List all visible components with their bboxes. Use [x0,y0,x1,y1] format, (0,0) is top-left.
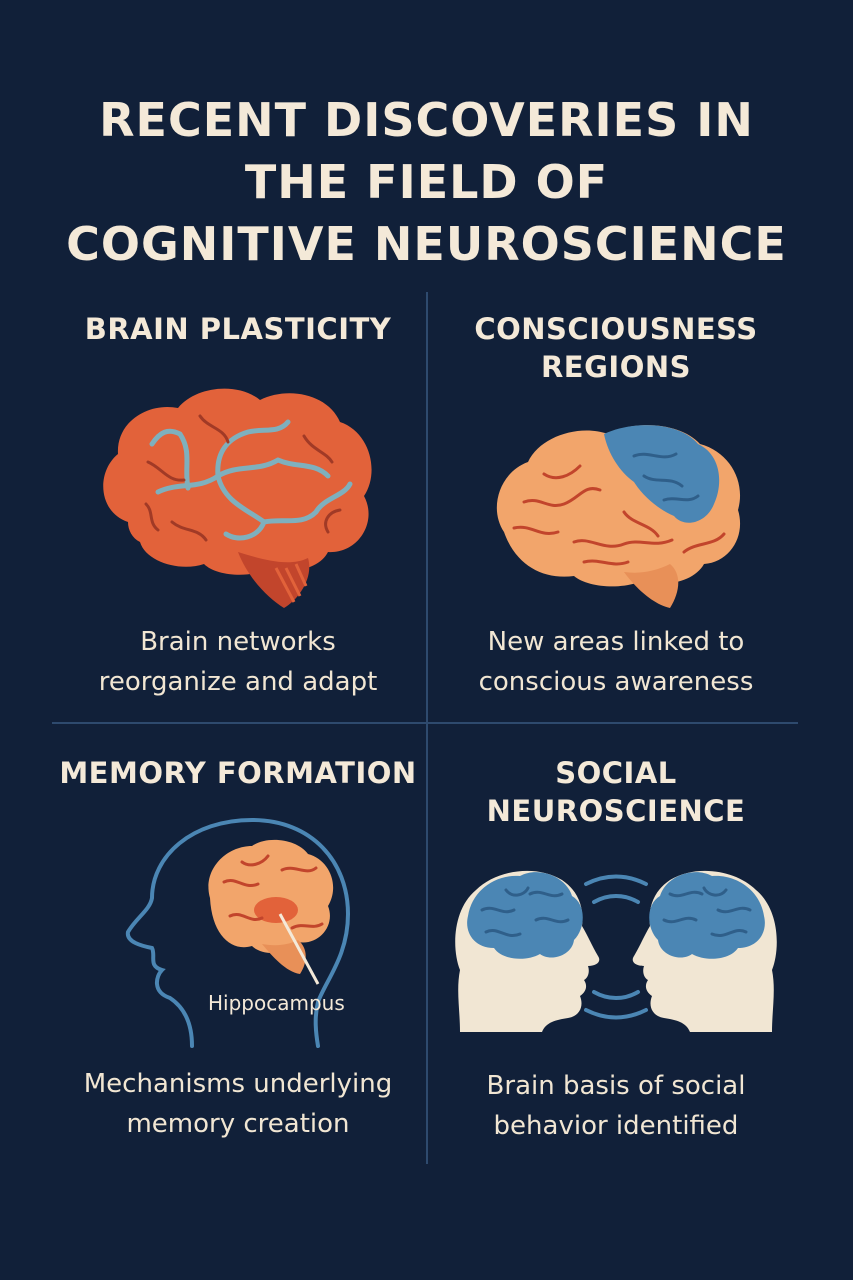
quadrant-heading: MEMORY FORMATION [38,754,438,792]
caption-line: memory creation [126,1109,350,1139]
quadrant-caption: Brain basis of social behavior identifie… [416,1066,816,1146]
hippocampus-label: Hippocampus [208,991,345,1015]
quadrant-heading: SOCIAL NEUROSCIENCE [416,754,816,830]
heading-line: NEUROSCIENCE [486,794,746,828]
caption-line: Brain basis of social [486,1071,746,1101]
title-line-1: RECENT DISCOVERIES IN [99,92,754,147]
caption-line: Mechanisms underlying [83,1069,393,1099]
quadrant-caption: Mechanisms underlying memory creation [38,1064,438,1144]
quadrant-brain-plasticity: BRAIN PLASTICITY Brain networks reorgani… [38,310,438,710]
vertical-divider [426,292,428,1164]
quadrant-caption: Brain networks reorganize and adapt [38,622,438,702]
heading-line: MEMORY FORMATION [59,756,417,790]
caption-line: behavior identified [493,1111,739,1141]
title-line-3: COGNITIVE NEUROSCIENCE [66,216,787,271]
quadrant-caption: New areas linked to conscious awareness [416,622,816,702]
quadrant-social-neuroscience: SOCIAL NEUROSCIENCE Brain basis of socia… [416,754,816,1154]
head-hippocampus-icon: Hippocampus [125,817,351,1048]
quadrant-heading: CONSCIOUSNESS REGIONS [416,310,816,386]
two-heads-icon [455,870,777,1032]
caption-line: reorganize and adapt [98,667,378,697]
brain-network-icon [103,388,372,608]
horizontal-divider [52,722,798,724]
poster-title: RECENT DISCOVERIES IN THE FIELD OF COGNI… [0,89,853,275]
heading-line: CONSCIOUSNESS [474,312,758,346]
quadrant-consciousness-regions: CONSCIOUSNESS REGIONS New areas linked t… [416,310,816,710]
caption-line: New areas linked to [487,627,745,657]
brain-region-icon [496,425,741,608]
caption-line: conscious awareness [478,667,754,697]
quadrant-heading: BRAIN PLASTICITY [38,310,438,348]
title-line-2: THE FIELD OF [244,154,609,209]
heading-line: SOCIAL [555,756,677,790]
caption-line: Brain networks [140,627,336,657]
heading-line: REGIONS [540,350,692,384]
heading-line: BRAIN PLASTICITY [84,312,392,346]
quadrant-memory-formation: MEMORY FORMATION Hippocampus Mechanisms … [38,754,438,1154]
